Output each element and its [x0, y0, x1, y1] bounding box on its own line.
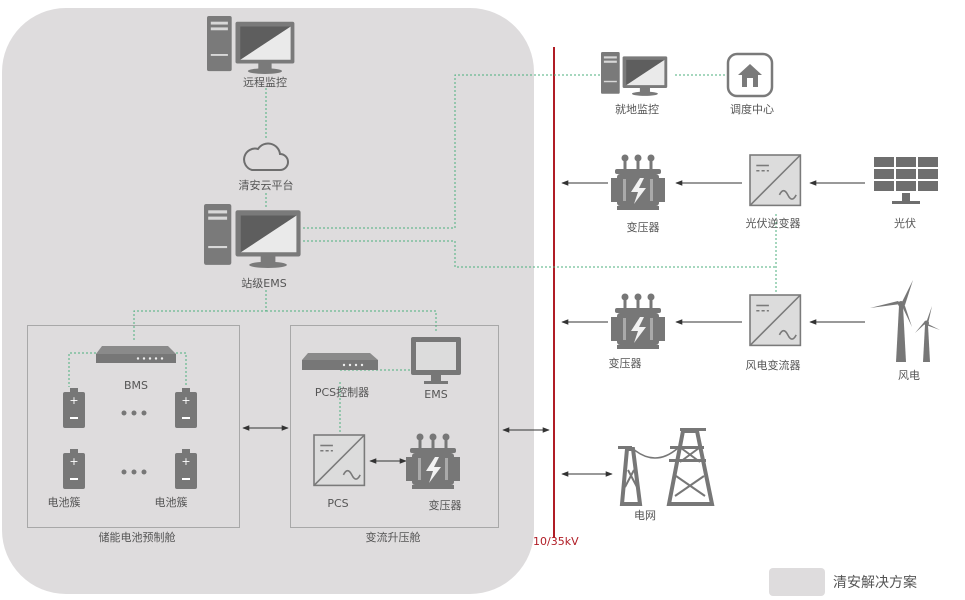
- pcs-icon: [313, 434, 366, 487]
- battery-cluster-right-label: 电池簇: [154, 496, 188, 509]
- comm-lines: [68, 74, 777, 433]
- local-monitor-icon: [601, 52, 668, 96]
- wind-converter-icon: [749, 294, 802, 347]
- battery-cabin-label: 储能电池预制舱: [98, 531, 176, 544]
- bms-label: BMS: [123, 379, 149, 392]
- dispatch-center-label: 调度中心: [730, 103, 774, 116]
- remote-monitor-label: 远程监控: [243, 76, 287, 89]
- pcs-controller-icon: [302, 353, 378, 370]
- transformer-cabin-icon: [406, 433, 460, 489]
- battery-icon: [175, 388, 197, 428]
- pv-inverter-icon: [749, 154, 802, 207]
- power-arrows: [242, 180, 865, 477]
- pv-inverter-label: 光伏逆变器: [745, 217, 801, 230]
- grid-label: 电网: [634, 509, 656, 522]
- transformer-pv-label: 变压器: [626, 221, 660, 234]
- transformer-pv-icon: [611, 154, 665, 210]
- wind-label: 风电: [898, 369, 920, 382]
- legend-swatch: [769, 568, 825, 596]
- wind-converter-label: 风电变流器: [745, 359, 801, 372]
- transformer-wind-icon: [611, 293, 665, 349]
- boost-cabin-box: [290, 325, 499, 528]
- battery-icon: [175, 449, 197, 489]
- battery-cabin-box: [27, 325, 240, 528]
- cloud-platform-label: 清安云平台: [238, 179, 294, 192]
- local-monitor-label: 就地监控: [615, 103, 659, 116]
- bus-voltage-label: 10/35kV: [533, 535, 579, 548]
- battery-icon: [63, 388, 85, 428]
- battery-cluster-left-label: 电池簇: [47, 496, 81, 509]
- pcs-controller-label: PCS控制器: [314, 386, 370, 399]
- legend-label: 清安解决方案: [833, 575, 917, 591]
- grid-tower-icon: [618, 428, 715, 506]
- pv-panel-icon: [874, 157, 938, 204]
- bms-device-icon: [96, 346, 176, 363]
- boost-cabin-label: 变流升压舱: [365, 531, 421, 544]
- remote-monitor-icon: [207, 16, 295, 74]
- transformer-cabin-label: 变压器: [428, 499, 462, 512]
- pv-label: 光伏: [894, 217, 916, 230]
- home-icon: [726, 52, 774, 98]
- ems-label: EMS: [424, 388, 448, 401]
- ems-monitor-icon: [411, 337, 461, 384]
- battery-icon: [63, 449, 85, 489]
- ellipsis-icon: [121, 410, 147, 475]
- station-ems-label: 站级EMS: [241, 277, 287, 290]
- transformer-wind-label: 变压器: [608, 357, 642, 370]
- solution-region: [2, 8, 534, 594]
- cloud-icon: [243, 142, 289, 171]
- wind-turbine-icon: [870, 280, 940, 362]
- pcs-label: PCS: [327, 497, 349, 510]
- station-ems-icon: [204, 204, 301, 269]
